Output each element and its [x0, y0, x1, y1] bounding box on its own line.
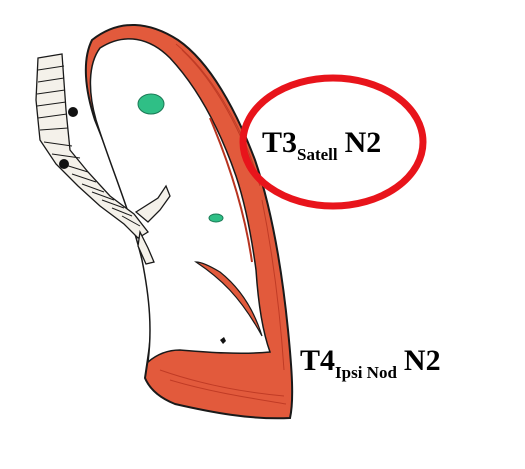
stage-label-upper: T3Satell N2: [262, 128, 381, 163]
nodule: [138, 94, 164, 114]
stage-n-upper: N2: [345, 126, 382, 159]
stage-t-lower: T4: [300, 344, 335, 377]
lymph-node: [68, 107, 78, 117]
lung-parenchyma: [90, 39, 270, 362]
nodule: [209, 214, 223, 222]
stage-label-lower: T4Ipsi Nod N2: [300, 346, 441, 381]
stage-subscript-upper: Satell: [297, 145, 338, 164]
stage-n-lower: N2: [404, 344, 441, 377]
lymph-node: [59, 159, 69, 169]
stage-subscript-lower: Ipsi Nod: [335, 363, 397, 382]
stage-t-upper: T3: [262, 126, 297, 159]
